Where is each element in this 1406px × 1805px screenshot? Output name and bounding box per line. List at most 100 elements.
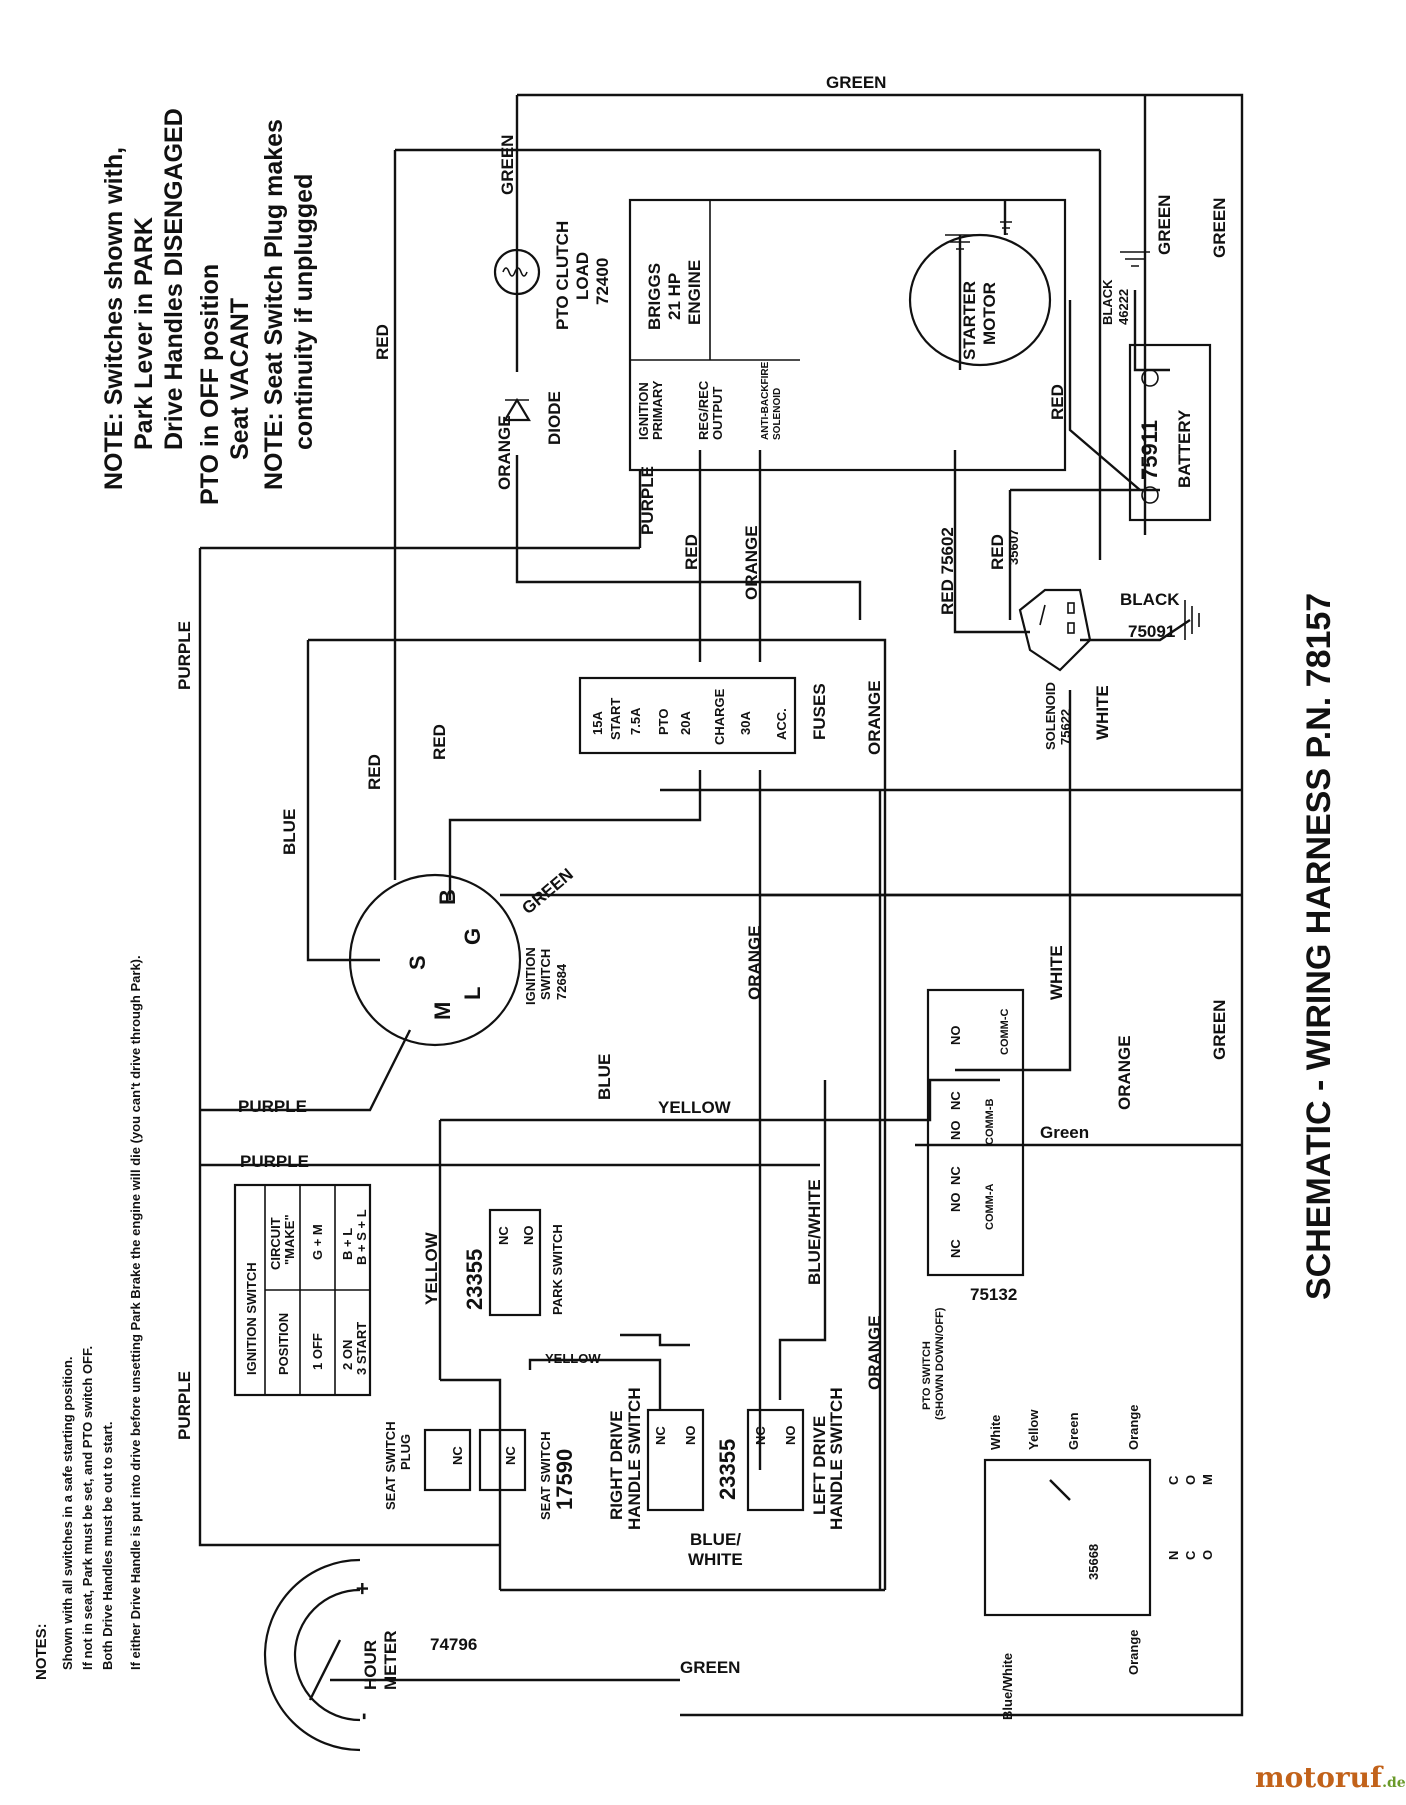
fuse-label: 15A xyxy=(590,711,605,735)
note-line: If either Drive Handle is put into drive… xyxy=(128,955,143,1670)
black-wire-solenoid xyxy=(1080,619,1191,642)
table-header: IGNITION SWITCH xyxy=(244,1262,259,1375)
fuse-label: PTO xyxy=(656,709,671,736)
wire-label: GREEN xyxy=(1210,198,1229,258)
wire-label: ORANGE xyxy=(495,415,514,490)
pto-switch-number: 75132 xyxy=(970,1285,1017,1304)
wire-label: BLUE/WHITE xyxy=(805,1179,824,1285)
wire-label: BLACK xyxy=(1100,279,1115,325)
wire-label: PURPLE xyxy=(238,1097,307,1116)
red-wire-solenoid xyxy=(953,450,1030,634)
orange-wire-diode xyxy=(515,455,862,620)
ignition-switch: S B G M L IGNITION SWITCH 72684 xyxy=(348,873,569,1047)
wire-label: ORANGE xyxy=(1115,1035,1134,1110)
park-switch: NC NO 23355 PARK SWITCH xyxy=(462,1208,565,1317)
note-line: If not in seat, Park must be set, and PT… xyxy=(80,1346,95,1670)
hour-meter-plus: + xyxy=(350,1582,375,1595)
engine-label: 21 HP xyxy=(665,273,684,320)
seat-terminal: NC xyxy=(503,1446,518,1465)
park-terminal: NO xyxy=(521,1226,536,1246)
engine-terminal-label: SOLENOID xyxy=(772,388,783,440)
yellow-wire-park xyxy=(528,1358,662,1410)
connector-mark: C xyxy=(1166,1475,1181,1485)
notes-bottom: NOTES: Shown with all switches in a safe… xyxy=(33,955,143,1680)
pto-clutch-label: LOAD xyxy=(573,252,592,300)
drive-terminal: NO xyxy=(783,1426,798,1446)
ign-terminal-m: M xyxy=(430,1002,455,1020)
note-line: Drive Handles DISENGAGED xyxy=(160,108,188,450)
connector-pin-label: Orange xyxy=(1126,1629,1141,1675)
seat-plug-label: PLUG xyxy=(398,1434,413,1470)
blue-wire-drive xyxy=(620,1333,690,1347)
table-col: POSITION xyxy=(276,1313,291,1375)
engine-terminal-label: PRIMARY xyxy=(650,380,665,440)
fuse-block: 15A START 7.5A PTO 20A CHARGE 30A ACC. F… xyxy=(578,676,829,755)
battery: 75911 BATTERY BLACK 46222 xyxy=(1100,279,1212,522)
note-line: NOTE: Seat Switch Plug makes xyxy=(260,119,288,490)
wire-label: PURPLE xyxy=(175,621,194,690)
schematic-title: SCHEMATIC - WIRING HARNESS P.N. 78157 xyxy=(1300,593,1338,1300)
note-line: Park Lever in PARK xyxy=(130,217,158,450)
drive-terminal: NO xyxy=(683,1426,698,1446)
table-cell: 3 START xyxy=(354,1322,369,1375)
yellow-wire xyxy=(440,1078,1000,1122)
drive-switch-label: HANDLE SWITCH xyxy=(827,1387,846,1530)
wire-label: GREEN xyxy=(518,865,577,918)
pto-terminal: NO xyxy=(948,1193,963,1213)
blue-wire-main xyxy=(308,638,887,1590)
drive-switch-label: LEFT DRIVE xyxy=(810,1416,829,1515)
starter-label: STARTER xyxy=(960,281,979,360)
connector-mark: O xyxy=(1200,1550,1215,1560)
table-cell: B + L xyxy=(340,1228,355,1260)
pto-switch-label: PTO SWITCH xyxy=(921,1341,933,1410)
fuse-label: START xyxy=(608,698,623,740)
table-cell: 1 OFF xyxy=(310,1333,325,1370)
wire-label: BLUE xyxy=(280,809,299,855)
wire-label: YELLOW xyxy=(422,1231,441,1305)
fuse-label: 20A xyxy=(678,711,693,735)
black-wire-battery xyxy=(1133,290,1170,372)
wire-label: BLUE xyxy=(595,1054,614,1100)
solenoid-label: SOLENOID xyxy=(1043,682,1058,750)
solenoid-number: 75622 xyxy=(1058,709,1073,745)
seat-terminal: NC xyxy=(450,1446,465,1465)
note-line: Both Drive Handles must be out to start. xyxy=(100,1422,115,1670)
pto-clutch-label: 72400 xyxy=(593,258,612,305)
blue-wire-s xyxy=(306,640,380,962)
table-cell: G + M xyxy=(310,1224,325,1260)
connector-pin-label: White xyxy=(988,1415,1003,1450)
wire-label: RED xyxy=(682,534,701,570)
connector-pin-label: Yellow xyxy=(1026,1409,1041,1450)
wire-label: WHITE xyxy=(688,1550,743,1569)
purple-wire xyxy=(198,548,500,1547)
pto-switch: NC NO NC NO NC NO COMM-A COMM-B COMM-C 7… xyxy=(921,988,1025,1420)
seat-plug-label: SEAT SWITCH xyxy=(383,1421,398,1510)
drive-terminal: NC xyxy=(653,1426,668,1445)
park-switch-number: 23355 xyxy=(462,1249,487,1310)
fuse-label: 7.5A xyxy=(628,707,643,735)
wire-label: ORANGE xyxy=(865,1315,884,1390)
pto-terminal: NC xyxy=(948,1239,963,1258)
engine-terminal-label: OUTPUT xyxy=(710,387,725,441)
connector-mark: N xyxy=(1166,1551,1181,1560)
drive-switch-label: HANDLE SWITCH xyxy=(625,1387,644,1530)
table-col: CIRCUIT xyxy=(268,1217,283,1270)
fuses-label: FUSES xyxy=(810,683,829,740)
red-wire-battery-top xyxy=(1068,300,1141,491)
ign-terminal-s: S xyxy=(405,955,430,970)
connector-mark: C xyxy=(1183,1550,1198,1560)
ign-terminal-b: B xyxy=(435,889,460,905)
hour-meter-label: METER xyxy=(381,1631,400,1691)
purple-wire-m xyxy=(200,1029,412,1112)
wire-label: PURPLE xyxy=(240,1152,309,1171)
wire-label: RED xyxy=(988,534,1007,570)
seat-switch-label: SEAT SWITCH xyxy=(538,1431,553,1520)
connector-mark: O xyxy=(1183,1475,1198,1485)
wire-label: BLUE/ xyxy=(690,1530,741,1549)
wire-label: GREEN xyxy=(498,135,517,195)
ign-terminal-g: G xyxy=(460,928,485,945)
wire-label: GREEN xyxy=(680,1658,740,1677)
wire-label: GREEN xyxy=(1210,1000,1229,1060)
